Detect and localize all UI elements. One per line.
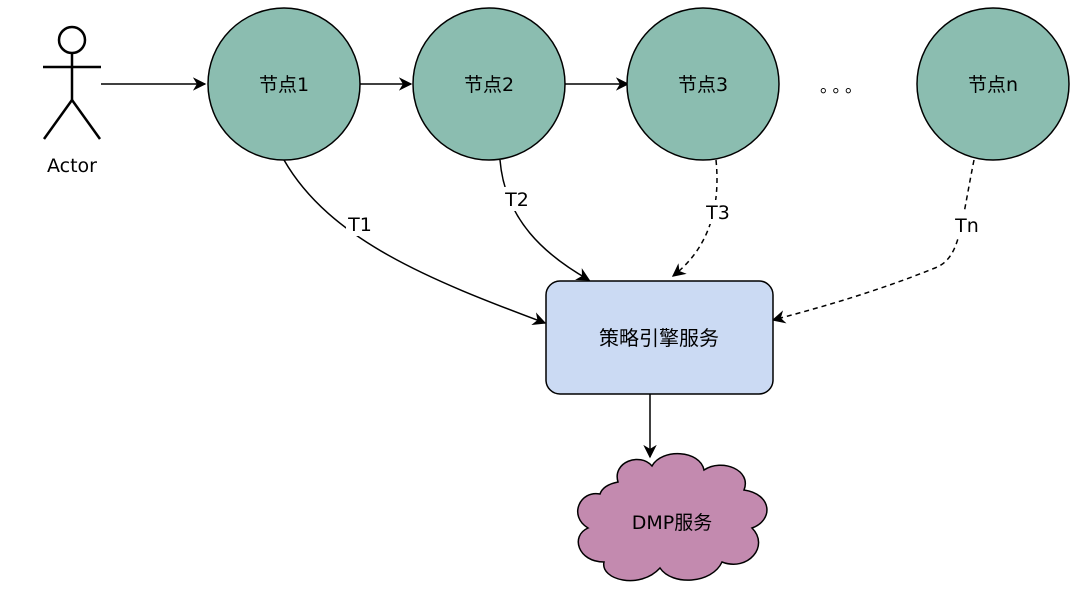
ellipsis-label: 。。。 [820, 77, 866, 97]
edge-t2-label: T2 [504, 189, 529, 211]
edge-t3-label-bg [704, 200, 732, 224]
dmp-service-cloud[interactable]: DMP服务 [577, 452, 768, 582]
dmp-service-label: DMP服务 [632, 512, 712, 534]
edge-t1-label-bg [346, 212, 374, 236]
strategy-engine-box[interactable]: 策略引擎服务 [545, 280, 774, 395]
edge-tn [771, 159, 975, 324]
actor-head [57, 25, 87, 55]
dmp-cloud-shape [577, 452, 768, 582]
actor-figure [42, 25, 102, 140]
edge-t1-label: T1 [347, 214, 372, 236]
node-n-circle [916, 7, 1070, 161]
edge-t3 [671, 159, 718, 277]
edge-t1 [283, 159, 547, 326]
actor-label: Actor [47, 155, 97, 177]
node-2-label: 节点2 [464, 74, 514, 96]
actor-left-leg [42, 99, 74, 140]
edge-tn-label-bg [952, 213, 982, 237]
node-2[interactable]: 节点2 [412, 7, 566, 161]
node-n-label: 节点n [968, 74, 1018, 96]
edge-t3-label: T3 [705, 202, 730, 224]
actor-right-leg [70, 99, 102, 140]
edge-tn-label: Tn [954, 215, 979, 237]
node-n[interactable]: 节点n [916, 7, 1070, 161]
node-3[interactable]: 节点3 [626, 7, 780, 161]
node-3-circle [626, 7, 780, 161]
edge-t2 [499, 159, 591, 281]
strategy-engine-label: 策略引擎服务 [599, 326, 719, 350]
node-3-label: 节点3 [678, 74, 728, 96]
edge-t2-label-bg [503, 187, 531, 211]
node-2-circle [412, 7, 566, 161]
strategy-engine-rect [545, 280, 774, 395]
node-1[interactable]: 节点1 [207, 7, 361, 161]
node-1-label: 节点1 [259, 74, 309, 96]
